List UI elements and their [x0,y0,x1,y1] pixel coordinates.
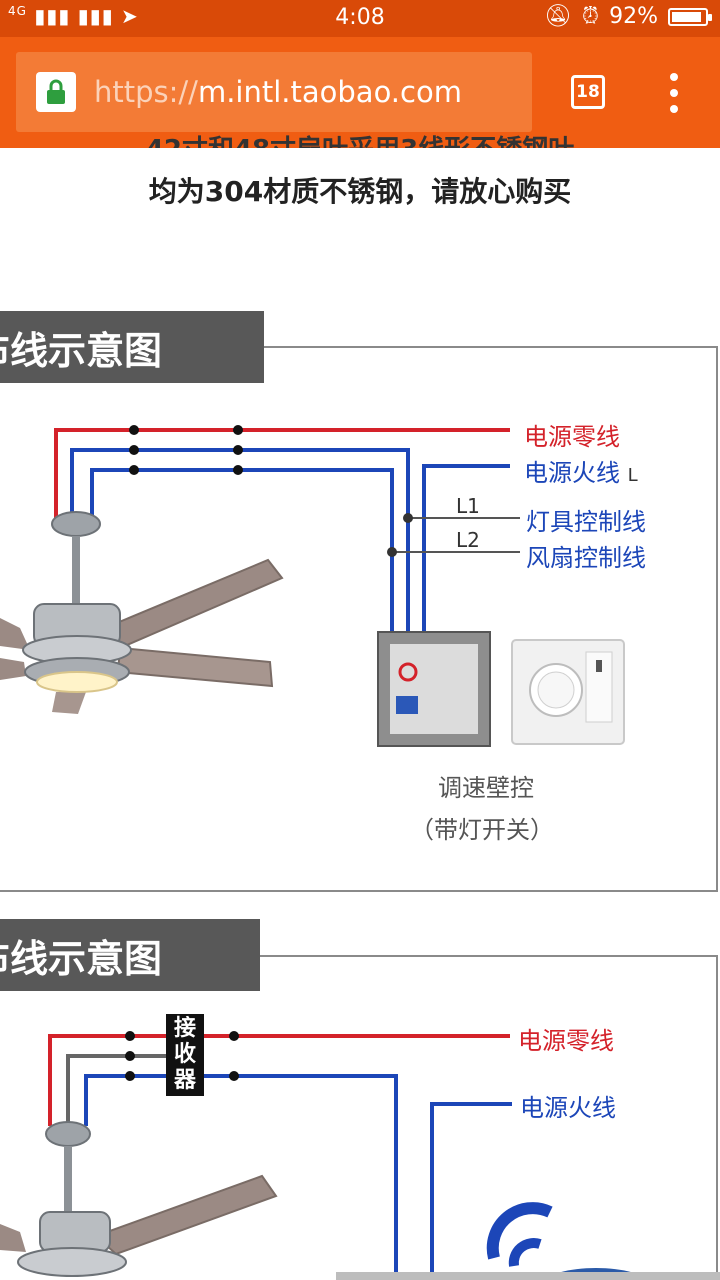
junction-dot [125,1031,135,1041]
battery-percent: 92% [609,4,658,29]
wall-switch-front-image [511,639,625,745]
junction-dot [129,445,139,455]
l1-label: L1 [456,494,480,518]
neutral-wire-label-2: 电源零线 [518,1027,614,1055]
junction-dot [233,445,243,455]
lock-icon[interactable] [36,72,76,112]
junction-dot [125,1051,135,1061]
ceiling-fan-image [0,511,284,714]
junction-dot [233,465,243,475]
status-time: 4:08 [335,5,385,30]
live-wire-supply [430,1102,512,1280]
live-wire-to-fan [84,1074,398,1280]
section2-title-tab: 布线示意图 [0,919,260,991]
mute-bell-icon: 🔕︎ [543,4,572,29]
neutral-wire [48,1034,510,1126]
url-text[interactable]: https://m.intl.taobao.com [94,75,462,109]
ceiling-fan-image [0,1121,278,1277]
light-control-label: 灯具控制线 [526,508,646,536]
live-wire-suffix: L [627,465,638,486]
section1-wiring-diagram [0,425,625,747]
wifi-remote-icon [486,1202,646,1280]
status-bar: 4G ▮▮▮ ▮▮▮ ➤ 4:08 🔕︎ ⏰︎ 92% [0,0,720,37]
status-right: 🔕︎ ⏰︎ 92% [543,4,712,29]
browser-toolbar: https://m.intl.taobao.com 18 [0,37,720,148]
section2-frame [0,955,718,1280]
fan-control-label: 风扇控制线 [526,544,646,572]
product-note-partial: 42寸和48寸扇叶采用3线形不锈钢叶 [0,128,720,148]
section1-frame [0,346,718,892]
l2-label: L2 [456,528,480,552]
live-wire-label-text: 电源火线 [524,459,620,487]
junction-dot [125,1071,135,1081]
horizontal-scrollbar[interactable] [336,1272,720,1280]
network-type: 4G [8,4,27,18]
battery-fill [672,11,701,22]
address-bar[interactable]: https://m.intl.taobao.com [16,52,532,132]
live-wire-label: 电源火线 L [524,453,638,488]
junction-dot [129,465,139,475]
gray-wire [66,1054,166,1126]
menu-dot-icon [670,105,678,113]
url-host: m.intl.taobao.com [197,75,462,109]
neutral-wire [54,428,510,520]
live-wire-supply [422,464,510,658]
receiver-label: 接收器 [173,1016,196,1093]
section2-wiring-diagram [0,1014,646,1280]
live-wire-label-2: 电源火线 [520,1094,616,1122]
junction-dot [387,547,397,557]
signal-icon: ▮▮▮ ▮▮▮ ➤ [34,4,139,28]
section1-title-tab: 布线示意图 [0,311,264,383]
section2-title: 布线示意图 [0,936,163,981]
overflow-menu-button[interactable] [664,73,684,113]
wall-switch-back-image [377,631,491,747]
signal-indicators: 4G ▮▮▮ ▮▮▮ ➤ [8,4,139,28]
receiver-box [166,1014,204,1096]
alarm-icon: ⏰︎ [581,4,600,29]
menu-dot-icon [670,89,678,97]
junction-dot [403,513,413,523]
tab-switcher-button[interactable]: 18 [571,75,605,109]
battery-icon [668,7,712,26]
junction-dot [229,1071,239,1081]
switch-caption-note: （带灯开关） [410,816,554,844]
url-scheme: https:// [94,75,198,109]
product-note: 均为304材质不锈钢，请放心购买 [148,175,572,208]
junction-dot [233,425,243,435]
junction-dot [229,1031,239,1041]
menu-dot-icon [670,73,678,81]
switch-caption: 调速壁控 [438,774,534,802]
neutral-wire-label: 电源零线 [524,423,620,451]
junction-dot [129,425,139,435]
section1-title: 布线示意图 [0,328,163,373]
